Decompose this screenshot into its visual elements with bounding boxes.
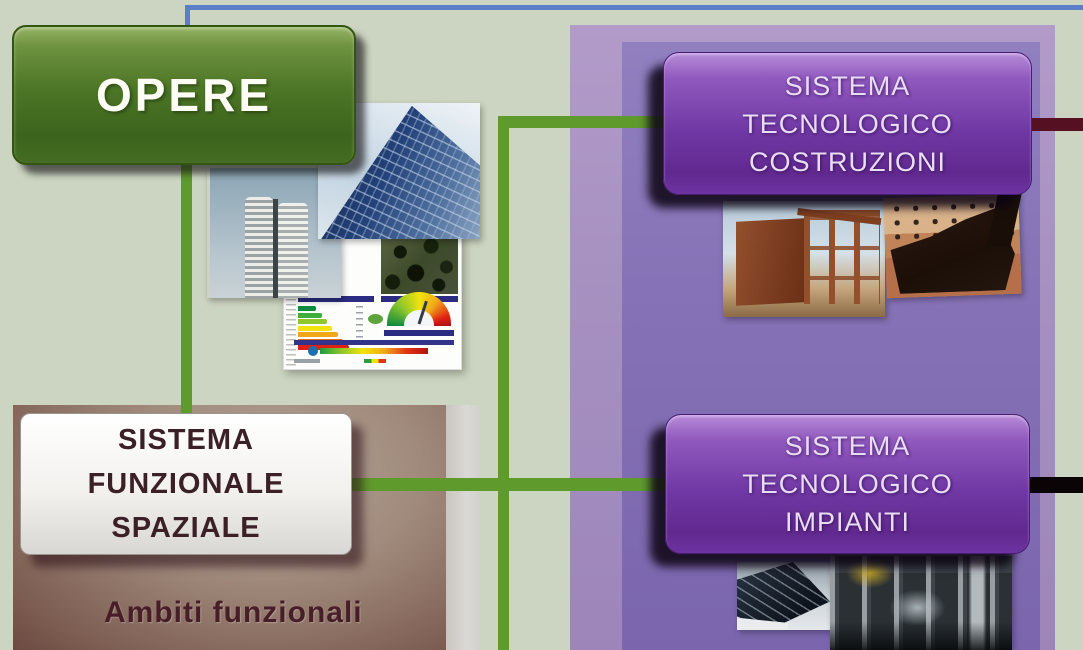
solar-panels-photo bbox=[737, 562, 830, 630]
connector-opere-costruzioni bbox=[498, 116, 665, 128]
node-sistema-tecnologico-costruzioni: SISTEMA TECNOLOGICO COSTRUZIONI bbox=[663, 52, 1032, 195]
connector-blue-top bbox=[185, 5, 1083, 10]
ambiti-funzionali-label: Ambiti funzionali bbox=[104, 596, 363, 629]
certificate-logo-dot bbox=[308, 346, 318, 356]
plant-room-photo bbox=[830, 556, 1012, 650]
node-sistema-funzionale-spaziale: SISTEMA FUNZIONALE SPAZIALE bbox=[20, 413, 352, 555]
node-line: TECNOLOGICO bbox=[742, 469, 953, 499]
timber-wall bbox=[735, 217, 804, 305]
certificate-header-bar bbox=[298, 296, 374, 302]
node-line: IMPIANTI bbox=[784, 507, 910, 537]
certificate-divider-bar bbox=[294, 340, 454, 345]
ambiti-panel-edge bbox=[446, 405, 480, 650]
node-opere-label: OPERE bbox=[95, 69, 273, 121]
energy-class-arrows bbox=[298, 306, 354, 354]
tower-gap bbox=[272, 199, 279, 298]
connector-costruzioni-right bbox=[1028, 118, 1083, 131]
node-line: COSTRUZIONI bbox=[749, 146, 946, 177]
node-line: FUNZIONALE bbox=[87, 468, 285, 500]
connector-green-trunk bbox=[498, 116, 509, 650]
energy-certificate-image bbox=[283, 231, 462, 370]
node-line: SISTEMA bbox=[784, 70, 911, 101]
node-opere: OPERE bbox=[12, 25, 356, 165]
certificate-footer-bar bbox=[294, 359, 320, 363]
node-line: SPAZIALE bbox=[111, 512, 261, 544]
node-line: SISTEMA bbox=[118, 424, 254, 456]
connector-impianti-right bbox=[1026, 477, 1083, 493]
certificate-footer-marks bbox=[364, 359, 386, 363]
node-sistema-tecnologico-impianti: SISTEMA TECNOLOGICO IMPIANTI bbox=[665, 414, 1030, 554]
certificate-header-bar bbox=[384, 330, 454, 336]
certificate-scale-ticks bbox=[356, 306, 363, 354]
timber-posts bbox=[804, 210, 881, 305]
tower-left bbox=[245, 196, 273, 298]
timber-frame-photo bbox=[723, 201, 885, 317]
certificate-text-column bbox=[286, 234, 296, 367]
tower-right bbox=[278, 203, 309, 298]
connector-funzionale-impianti bbox=[344, 478, 667, 491]
masonry-detail-photo bbox=[883, 193, 1023, 299]
connector-blue-drop bbox=[185, 5, 190, 27]
node-line: TECNOLOGICO bbox=[742, 108, 953, 139]
connector-opere-funzionale bbox=[181, 158, 192, 416]
energy-scale-bar bbox=[320, 348, 428, 354]
node-line: SISTEMA bbox=[784, 431, 911, 461]
aerial-photo-thumbnail bbox=[381, 234, 458, 294]
energy-class-marker bbox=[368, 314, 383, 324]
